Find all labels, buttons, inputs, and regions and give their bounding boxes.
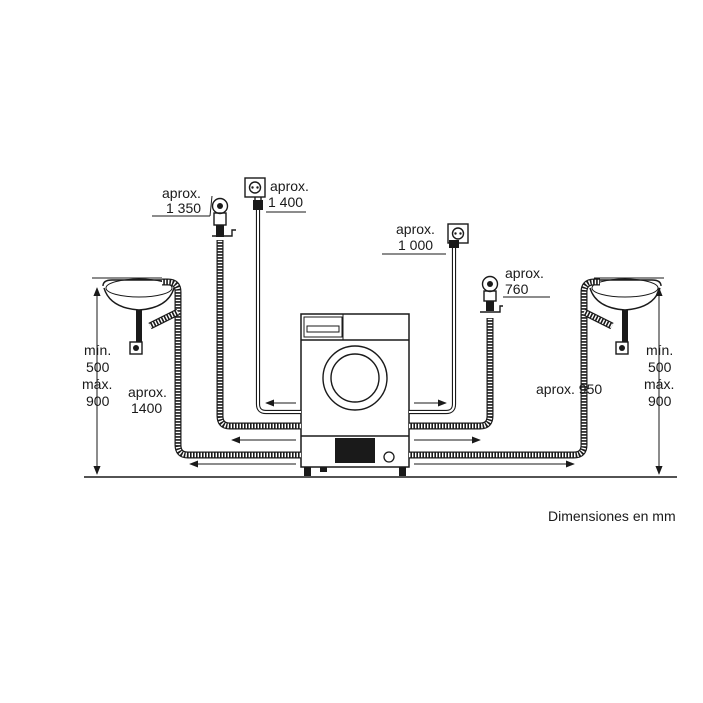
dimension-arrows [92,277,664,475]
wall-socket-left-icon [244,177,266,198]
plug-left-label-2: 1 400 [268,194,303,210]
power-cable-right [409,246,457,415]
inlet-right-label-2: 760 [505,281,529,297]
units-note: Dimensiones en mm [548,508,676,524]
height-left-label-4: 900 [86,393,110,409]
inlet-right-label-1: aprox. [505,265,544,281]
inlet-left-label-2: 1 350 [166,200,201,216]
inlet-hose-left [216,240,301,430]
power-plug-left-icon [253,197,263,210]
drain-hose-left [148,278,301,459]
height-right-label-2: 500 [648,359,672,375]
power-cable-left [255,210,301,415]
height-right-label-4: 900 [648,393,672,409]
inlet-left-label-1: aprox. [162,185,201,201]
height-left-label-3: máx. [82,376,112,392]
height-left-label-1: mín. [84,342,111,358]
plug-right-label-2: 1 000 [398,237,433,253]
plug-right-label-1: aprox. [396,221,435,237]
drain-hose-right [409,278,614,459]
dimension-labels: aprox. 1 350 aprox. 1 400 aprox. 1 000 a… [82,178,676,524]
water-tap-left-icon [211,197,236,237]
drain-left-label-1: aprox. [128,384,167,400]
water-tap-right-icon [480,275,503,313]
washing-machine-icon [300,313,410,476]
plug-left-label-1: aprox. [270,178,309,194]
height-right-label-3: máx. [644,376,674,392]
power-plug-right-icon [449,240,459,248]
leader-lines [152,195,550,298]
height-left-label-2: 500 [86,359,110,375]
drain-right-label: aprox. 950 [536,381,602,397]
inlet-hose-right [409,318,494,430]
drain-left-label-2: 1400 [131,400,162,416]
height-right-label-1: mín. [646,342,673,358]
